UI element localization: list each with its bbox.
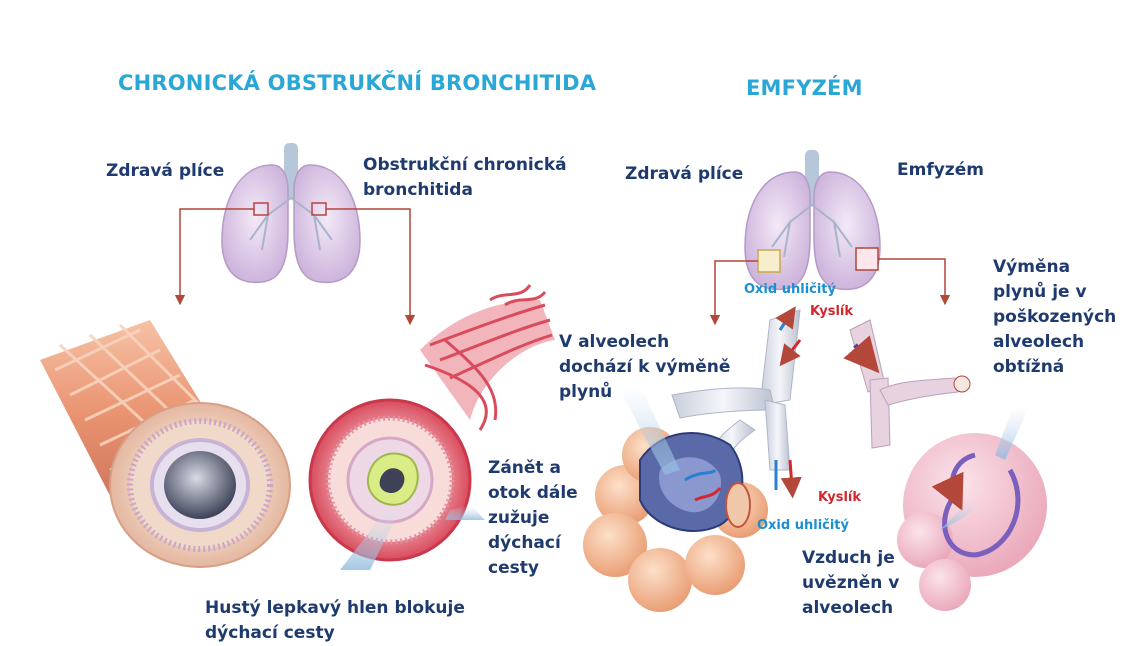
right-lungs-icon	[745, 150, 880, 289]
co2-top-label: Oxid uhličitý	[744, 282, 836, 297]
mucus-line1: Hustý lepkavý hlen blokuje	[205, 596, 465, 621]
left-disease-line2: bronchitida	[363, 178, 567, 203]
left-healthy-lung-label: Zdravá plíce	[106, 159, 224, 184]
inflam-line3: zužuje	[488, 506, 578, 531]
mucus-line2: dýchací cesty	[205, 621, 465, 646]
damaged-alveolus-icon	[897, 433, 1047, 611]
trapped-line3: alveolech	[802, 596, 899, 621]
damaged-exchange-label: Výměna plynů je v poškozených alveolech …	[993, 255, 1116, 380]
inflam-line5: cesty	[488, 556, 578, 581]
damaged-line5: obtížná	[993, 355, 1116, 380]
damaged-line3: poškozených	[993, 305, 1116, 330]
co2-bottom-label: Oxid uhličitý	[757, 518, 849, 533]
exchange-line2: dochází k výměně	[559, 355, 730, 380]
trapped-line1: Vzduch je	[802, 546, 899, 571]
exchange-line1: V alveolech	[559, 330, 730, 355]
o2-bottom-label: Kyslík	[818, 490, 861, 505]
damaged-line4: alveolech	[993, 330, 1116, 355]
left-disease-label: Obstrukční chronická bronchitida	[363, 153, 567, 203]
inflam-line4: dýchací	[488, 531, 578, 556]
right-title: EMFYZÉM	[746, 76, 863, 100]
inflammation-label: Zánět a otok dále zužuje dýchací cesty	[488, 456, 578, 581]
healthy-alveoli-icon	[583, 427, 768, 612]
right-healthy-lung-label: Zdravá plíce	[625, 162, 743, 187]
exchange-line3: plynů	[559, 380, 730, 405]
emphysema-label: Emfyzém	[897, 158, 984, 183]
inflam-line2: otok dále	[488, 481, 578, 506]
trapped-air-label: Vzduch je uvězněn v alveolech	[802, 546, 899, 621]
left-title: CHRONICKÁ OBSTRUKČNÍ BRONCHITIDA	[118, 71, 596, 95]
o2-top-label: Kyslík	[810, 304, 853, 319]
damaged-line2: plynů je v	[993, 280, 1116, 305]
left-lungs-icon	[222, 143, 360, 282]
healthy-bronchus-icon	[40, 320, 290, 567]
damaged-line1: Výměna	[993, 255, 1116, 280]
emphysema-bronchiole-icon	[850, 320, 970, 448]
inflam-line1: Zánět a	[488, 456, 578, 481]
left-disease-line1: Obstrukční chronická	[363, 153, 567, 178]
gas-exchange-label: V alveolech dochází k výměně plynů	[559, 330, 730, 405]
trapped-line2: uvězněn v	[802, 571, 899, 596]
mucus-label: Hustý lepkavý hlen blokuje dýchací cesty	[205, 596, 465, 646]
